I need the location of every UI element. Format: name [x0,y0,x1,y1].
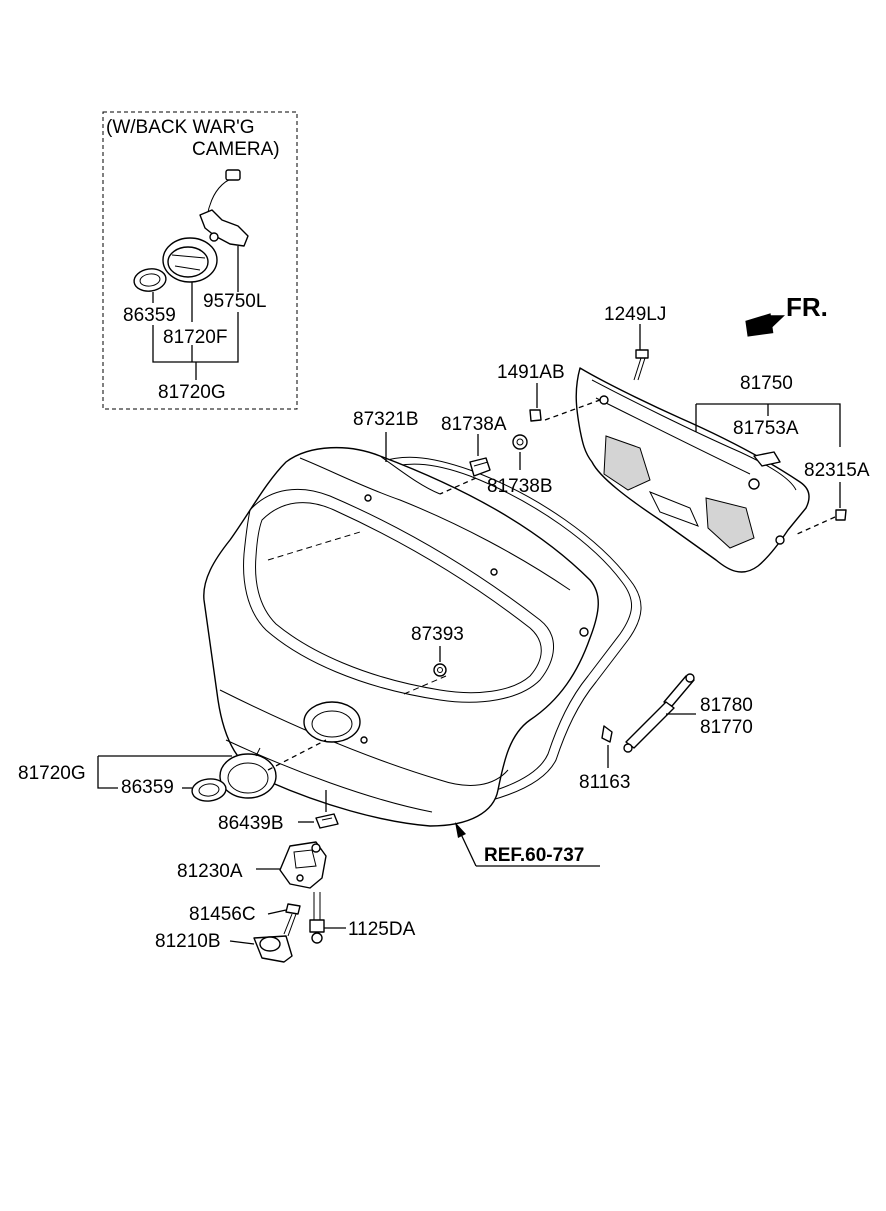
callout-81738B: 81738B [487,476,553,497]
callout-81750: 81750 [740,373,793,394]
emblem-camera-housing [162,237,218,283]
gas-lifter [623,673,695,753]
callout-81780: 81780 [700,695,753,716]
callout-86439B: 86439B [218,813,284,834]
grommet-86439B [315,813,339,829]
clip-82315A [835,509,847,521]
emblem-housing-81720G [219,747,277,799]
camera-inset-frame [102,111,298,410]
stopper-81738B [512,434,528,450]
callout-81210B: 81210B [155,931,221,952]
callout-81770: 81770 [700,717,753,738]
callout-1249LJ: 1249LJ [604,304,666,325]
tailgate-weatherstrip [369,456,642,801]
callout-inset-86359: 86359 [123,305,176,326]
callout-81230A: 81230A [177,861,243,882]
tailgate-panel [203,446,599,827]
tailgate-trim-panel [575,367,810,573]
stopper-81738A [469,457,491,477]
tailgate-latch-81230A [279,841,327,889]
callout-inset-81720G: 81720G [158,382,226,403]
callout-inset-95750L: 95750L [203,291,266,312]
callout-1491AB: 1491AB [497,362,565,383]
callout-87393: 87393 [411,624,464,645]
grommet-87393 [433,663,447,677]
callout-81163: 81163 [579,772,630,793]
clip-81163 [601,725,613,743]
clip-81753A [753,451,781,467]
striker-81210B [253,935,293,963]
screw-81456C [283,903,301,937]
callout-86359: 86359 [121,777,174,798]
callout-82315A: 82315A [804,460,870,481]
callout-87321B: 87321B [353,409,419,430]
emblem-badge-inset [133,268,167,292]
front-arrow-icon [745,313,785,337]
bolt-1125DA [309,892,325,944]
callout-1125DA: 1125DA [348,919,416,940]
inset-title-line1: (W/BACK WAR'G [106,117,255,138]
inset-title-line2: CAMERA) [192,139,280,160]
emblem-badge-86359 [191,778,227,802]
reference-label: REF.60-737 [484,845,584,866]
clip-1491AB [529,409,542,422]
callout-inset-81720F: 81720F [163,327,227,348]
callout-81720G: 81720G [18,763,86,784]
direction-label: FR. [786,292,828,322]
callout-81753A: 81753A [733,418,799,439]
bolt-1249LJ [633,349,649,381]
callout-81738A: 81738A [441,414,507,435]
callout-81456C: 81456C [189,904,256,925]
ref-arrow-icon [455,822,466,838]
camera-harness [199,169,249,247]
